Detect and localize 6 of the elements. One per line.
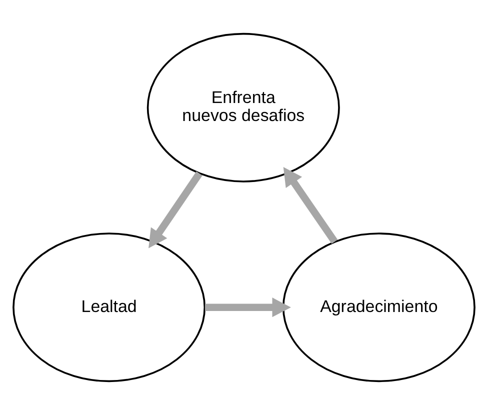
arrow: [283, 166, 338, 244]
node-ellipse: Agradecimiento: [282, 232, 476, 382]
arrow: [148, 170, 202, 248]
arrow: [205, 297, 291, 317]
node-ellipse: Lealtad: [12, 232, 206, 382]
node-ellipse: Enfrenta nuevos desafios: [146, 32, 340, 182]
